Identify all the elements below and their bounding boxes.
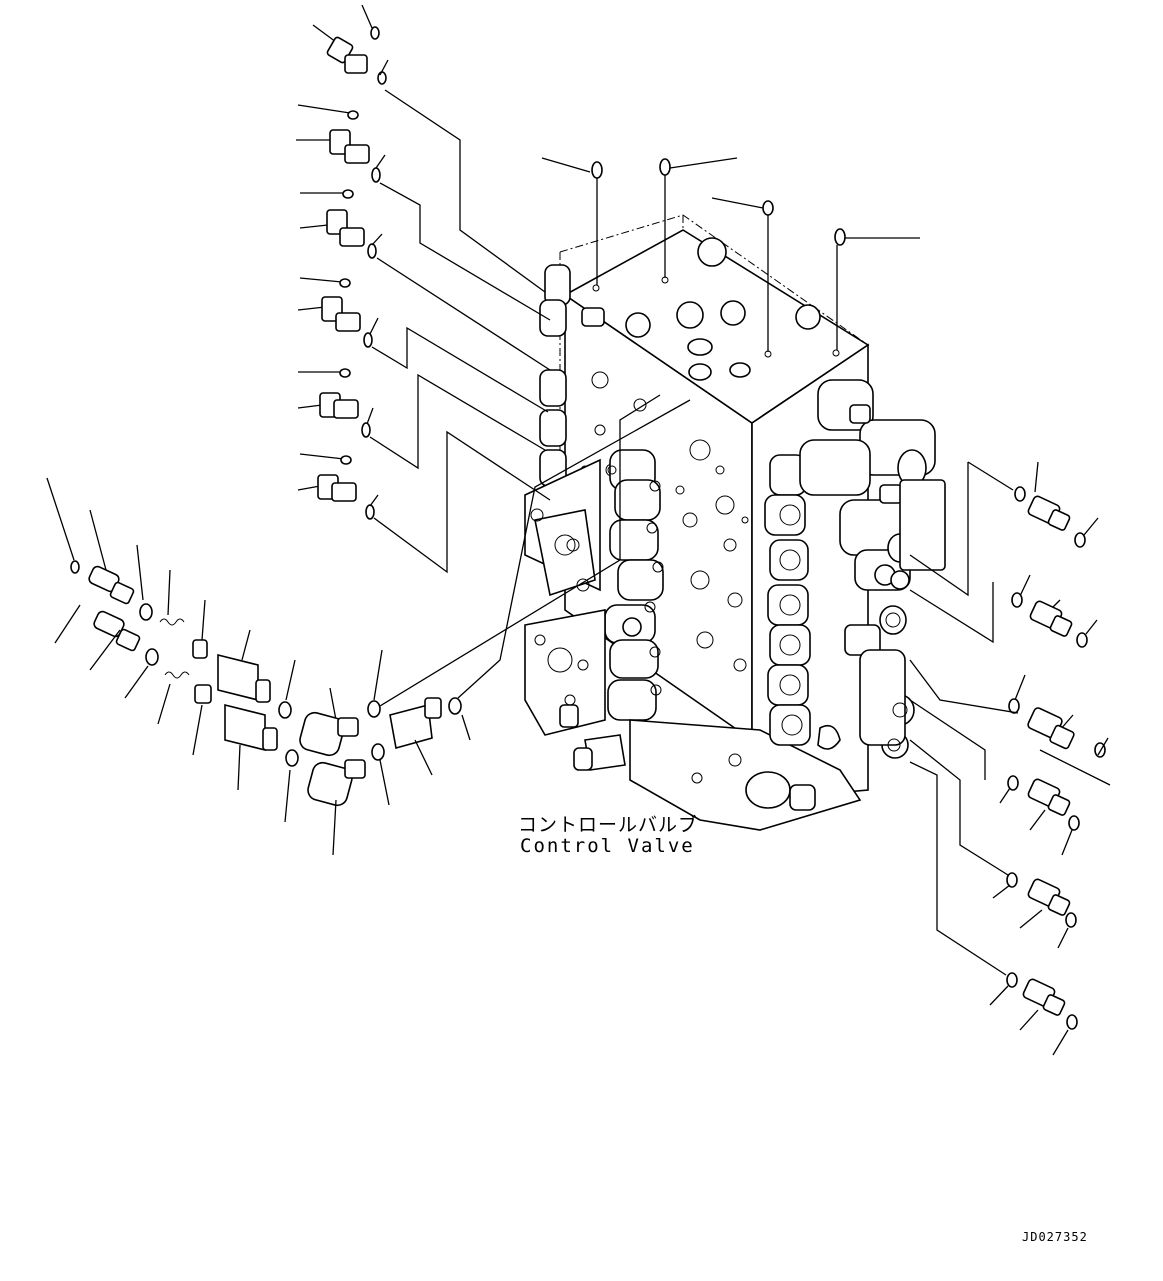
- caption-japanese: コントロールバルブ: [518, 814, 699, 836]
- left-caps: [539, 264, 605, 487]
- right-fittings: [909, 461, 1111, 1056]
- caption-english: Control Valve: [520, 835, 695, 857]
- lower-left-parts: [46, 394, 691, 856]
- right-spool-caps: [764, 454, 841, 750]
- elbow-fittings-left: [296, 4, 551, 574]
- top-bolts: [541, 157, 920, 352]
- front-spool-caps: [604, 449, 664, 721]
- control-valve-body: [524, 214, 946, 831]
- left-plates: [524, 458, 606, 736]
- top-plugs: [592, 237, 840, 381]
- right-cylinders: [799, 379, 946, 759]
- drawing-id: JD027352: [1022, 1230, 1088, 1244]
